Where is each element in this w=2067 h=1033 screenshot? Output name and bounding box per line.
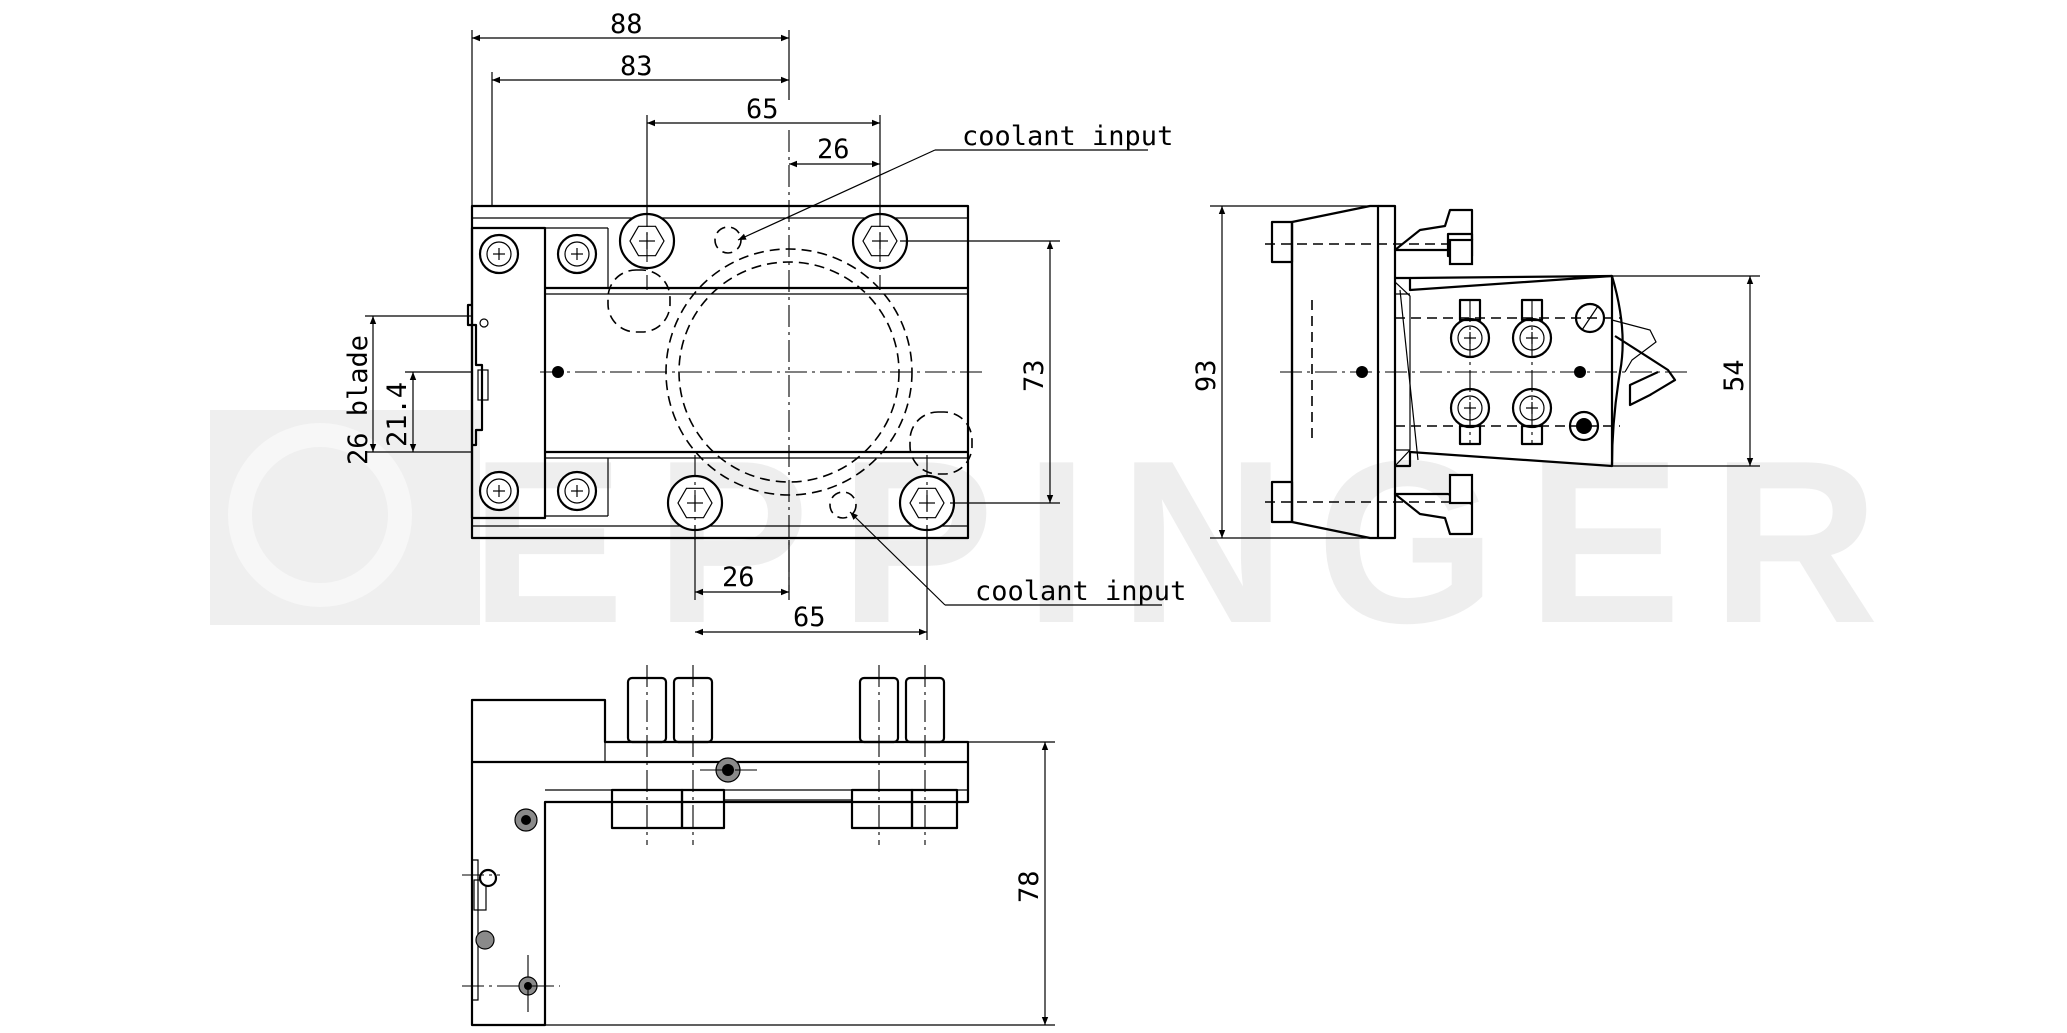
coolant-input-top-label: coolant input bbox=[962, 121, 1173, 152]
dim-54: 54 bbox=[1719, 359, 1750, 392]
top-view bbox=[462, 665, 970, 1027]
dim-93: 93 bbox=[1191, 359, 1222, 392]
side-view bbox=[1265, 204, 1690, 540]
watermark: EPPINGER bbox=[210, 410, 1879, 672]
dim-83: 83 bbox=[620, 51, 653, 82]
top-view-dimensions: 78 bbox=[545, 741, 1055, 1026]
dim-65-top: 65 bbox=[746, 94, 779, 125]
dim-26-blade: 26 blade bbox=[343, 335, 374, 465]
dim-73: 73 bbox=[1019, 359, 1050, 392]
side-dimensions: 93 54 bbox=[1191, 205, 1760, 539]
dim-88: 88 bbox=[610, 9, 643, 40]
dim-26-bottom: 26 bbox=[722, 562, 755, 593]
dim-21-4: 21.4 bbox=[382, 382, 413, 447]
dim-65-bottom: 65 bbox=[793, 602, 826, 633]
dim-26-top: 26 bbox=[817, 134, 850, 165]
coolant-input-bottom-label: coolant input bbox=[975, 576, 1186, 607]
front-dimensions: 88 83 65 26 73 26 65 26 blade 21. bbox=[343, 9, 1060, 640]
dim-78: 78 bbox=[1014, 870, 1045, 903]
coolant-callouts: coolant input coolant input bbox=[737, 121, 1186, 607]
watermark-logo-icon bbox=[228, 423, 412, 607]
